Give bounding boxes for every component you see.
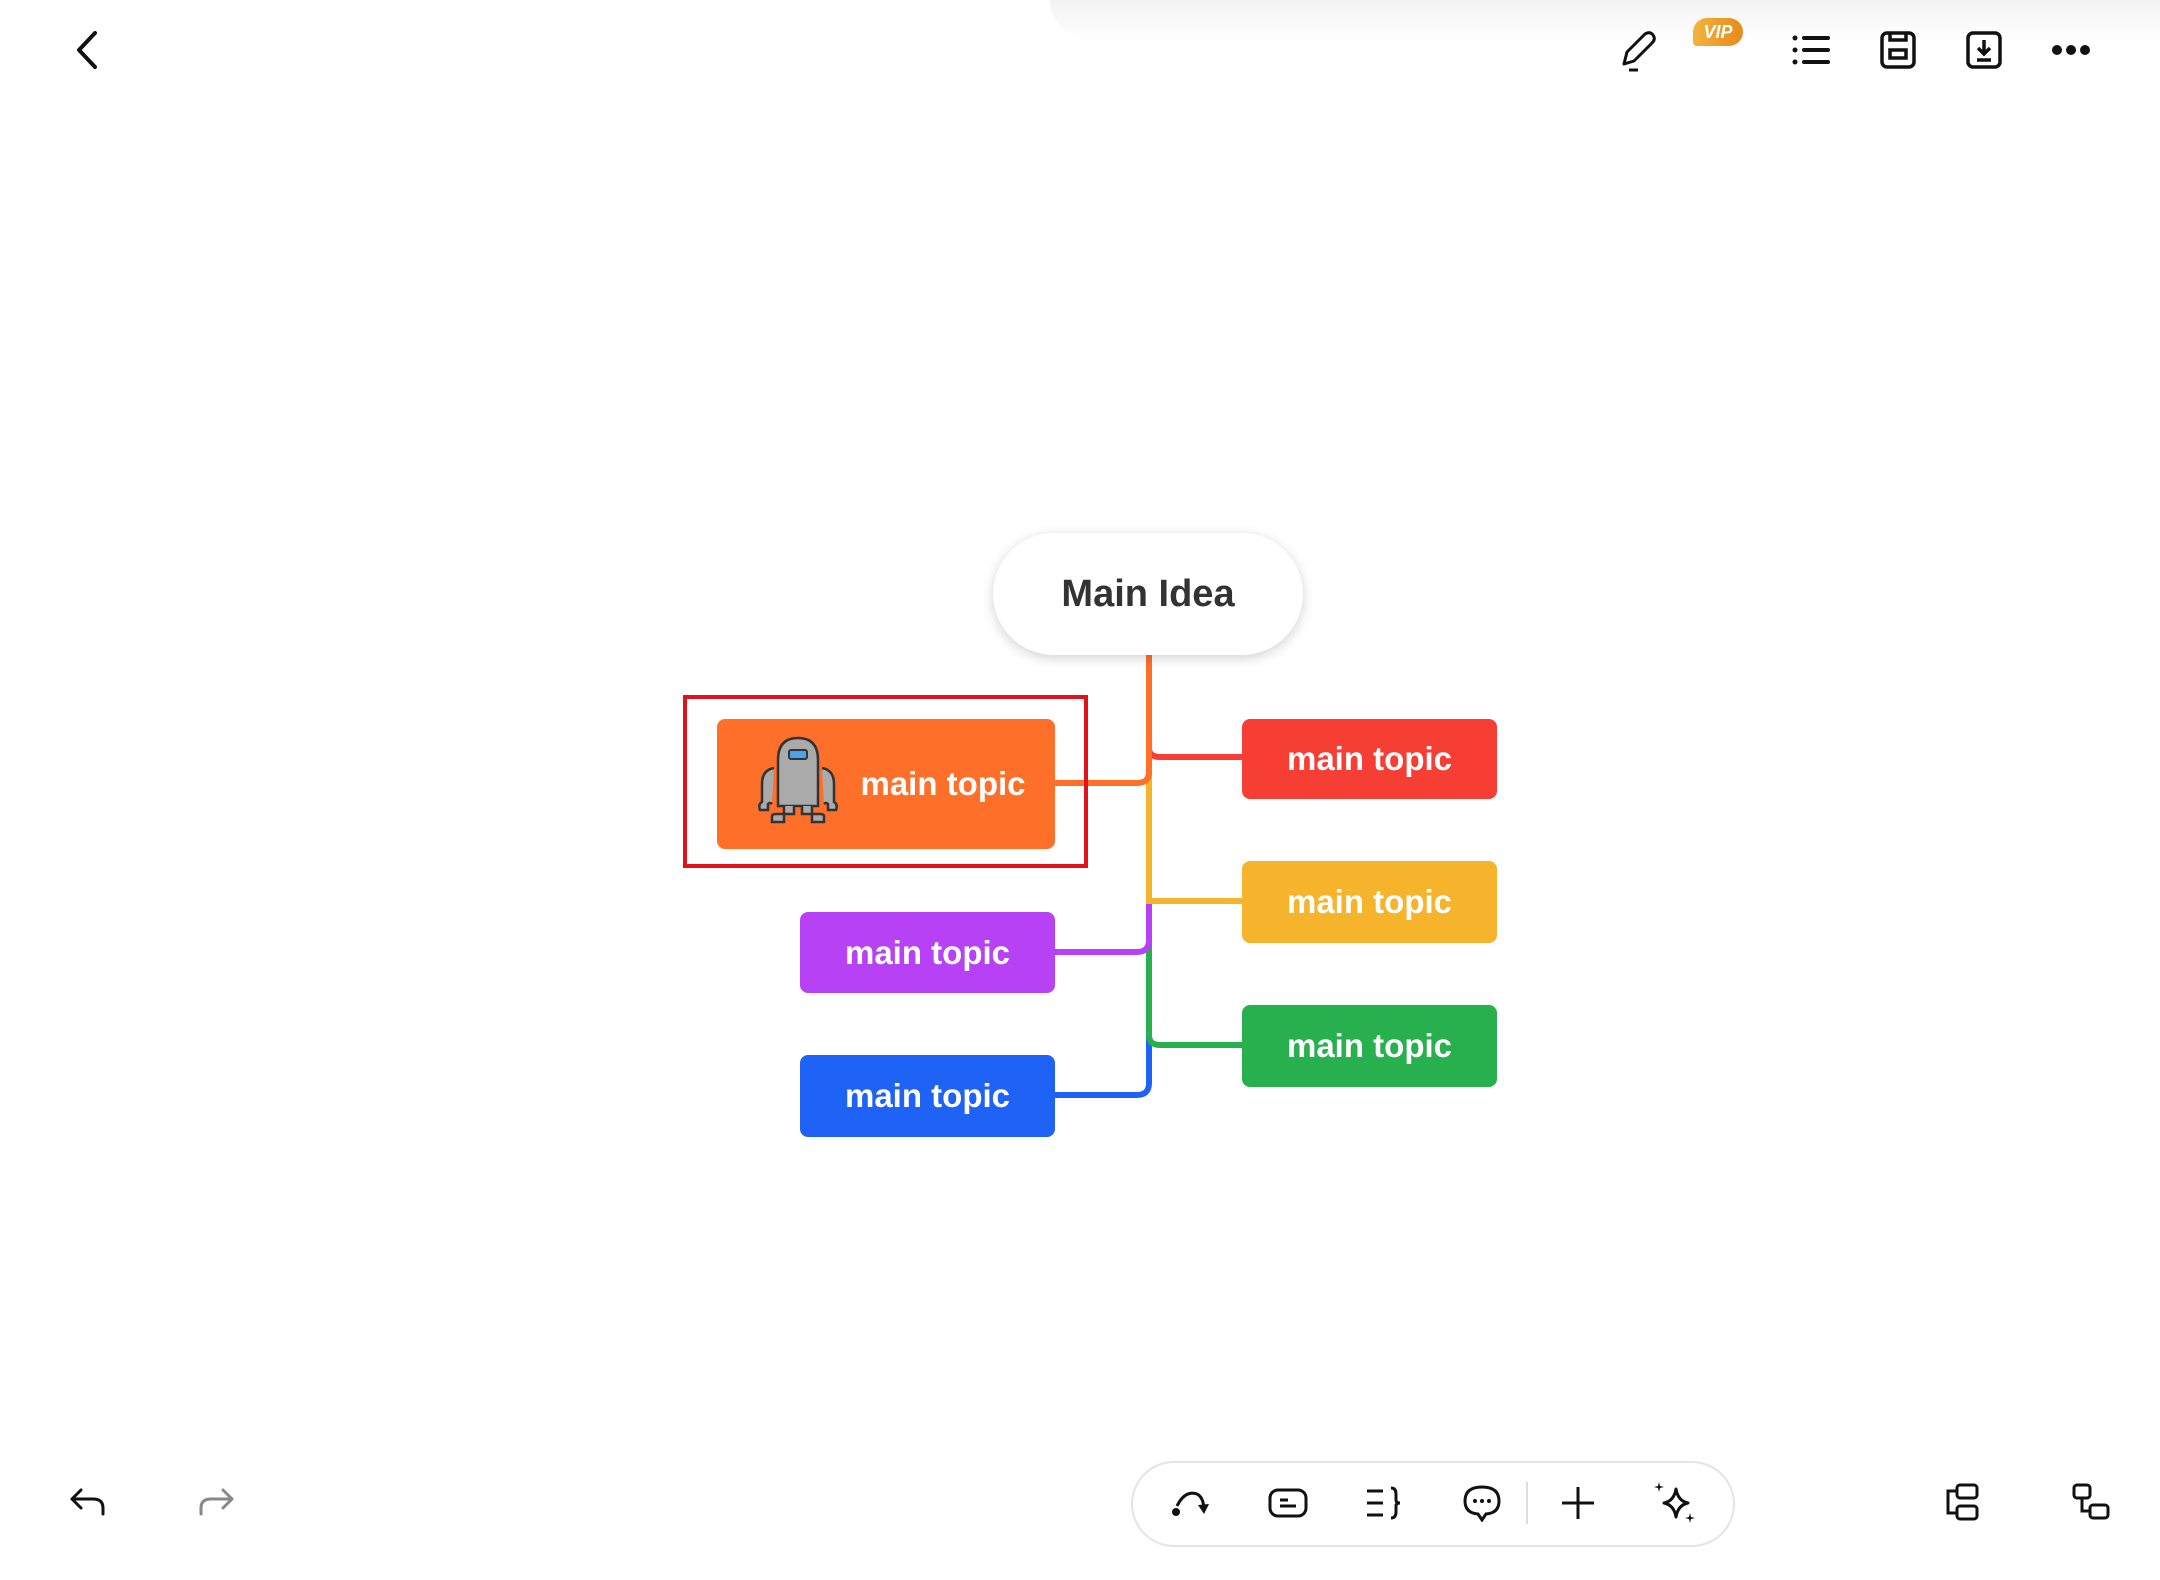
- topic-node-orange[interactable]: main topic: [717, 719, 1055, 849]
- relationship-icon[interactable]: [1169, 1481, 1213, 1525]
- connector-blue: [1052, 652, 1152, 1098]
- topic-label: main topic: [844, 933, 1011, 971]
- summary-brace-icon[interactable]: [1363, 1481, 1407, 1525]
- topic-node-blue[interactable]: main topic: [800, 1055, 1055, 1137]
- robot-sticker-icon: [756, 734, 840, 834]
- add-icon[interactable]: [1556, 1481, 1600, 1525]
- topic-label: main topic: [860, 765, 1026, 802]
- topic-label: main topic: [1286, 740, 1453, 777]
- vip-badge[interactable]: VIP: [1693, 18, 1743, 46]
- back-icon[interactable]: [66, 28, 110, 72]
- ai-sparkle-icon[interactable]: [1652, 1479, 1698, 1525]
- topic-node-purple[interactable]: main topic: [800, 912, 1055, 993]
- topic-label: main topic: [844, 1077, 1011, 1114]
- list-icon[interactable]: [1788, 28, 1834, 72]
- layout-left-icon[interactable]: [1939, 1480, 1983, 1524]
- topic-node-green[interactable]: main topic: [1242, 1005, 1497, 1087]
- save-icon[interactable]: [1876, 28, 1920, 72]
- layout-tree-icon[interactable]: [2069, 1480, 2113, 1524]
- connector-orange: [1052, 652, 1152, 786]
- connector-green: [1146, 652, 1245, 1048]
- bottom-toolbar: [1131, 1461, 1735, 1547]
- connector-yellow: [1146, 652, 1245, 904]
- undo-icon[interactable]: [66, 1480, 110, 1524]
- topic-label: main topic: [1286, 883, 1453, 920]
- connector-purple: [1052, 652, 1152, 955]
- connector-red: [1146, 652, 1245, 760]
- topic-label: main topic: [1286, 1027, 1453, 1064]
- summary-box-icon[interactable]: [1266, 1481, 1310, 1525]
- redo-icon[interactable]: [194, 1480, 238, 1524]
- selection-box: [683, 695, 1088, 868]
- main-idea-node[interactable]: Main Idea: [993, 533, 1303, 655]
- download-icon[interactable]: [1962, 28, 2006, 72]
- comment-icon[interactable]: [1460, 1481, 1504, 1525]
- topic-node-red[interactable]: main topic: [1242, 719, 1497, 799]
- pencil-icon[interactable]: [1614, 26, 1662, 74]
- topic-node-yellow[interactable]: main topic: [1242, 861, 1497, 943]
- more-icon[interactable]: [2048, 28, 2094, 72]
- toolbar-divider: [1526, 1482, 1528, 1524]
